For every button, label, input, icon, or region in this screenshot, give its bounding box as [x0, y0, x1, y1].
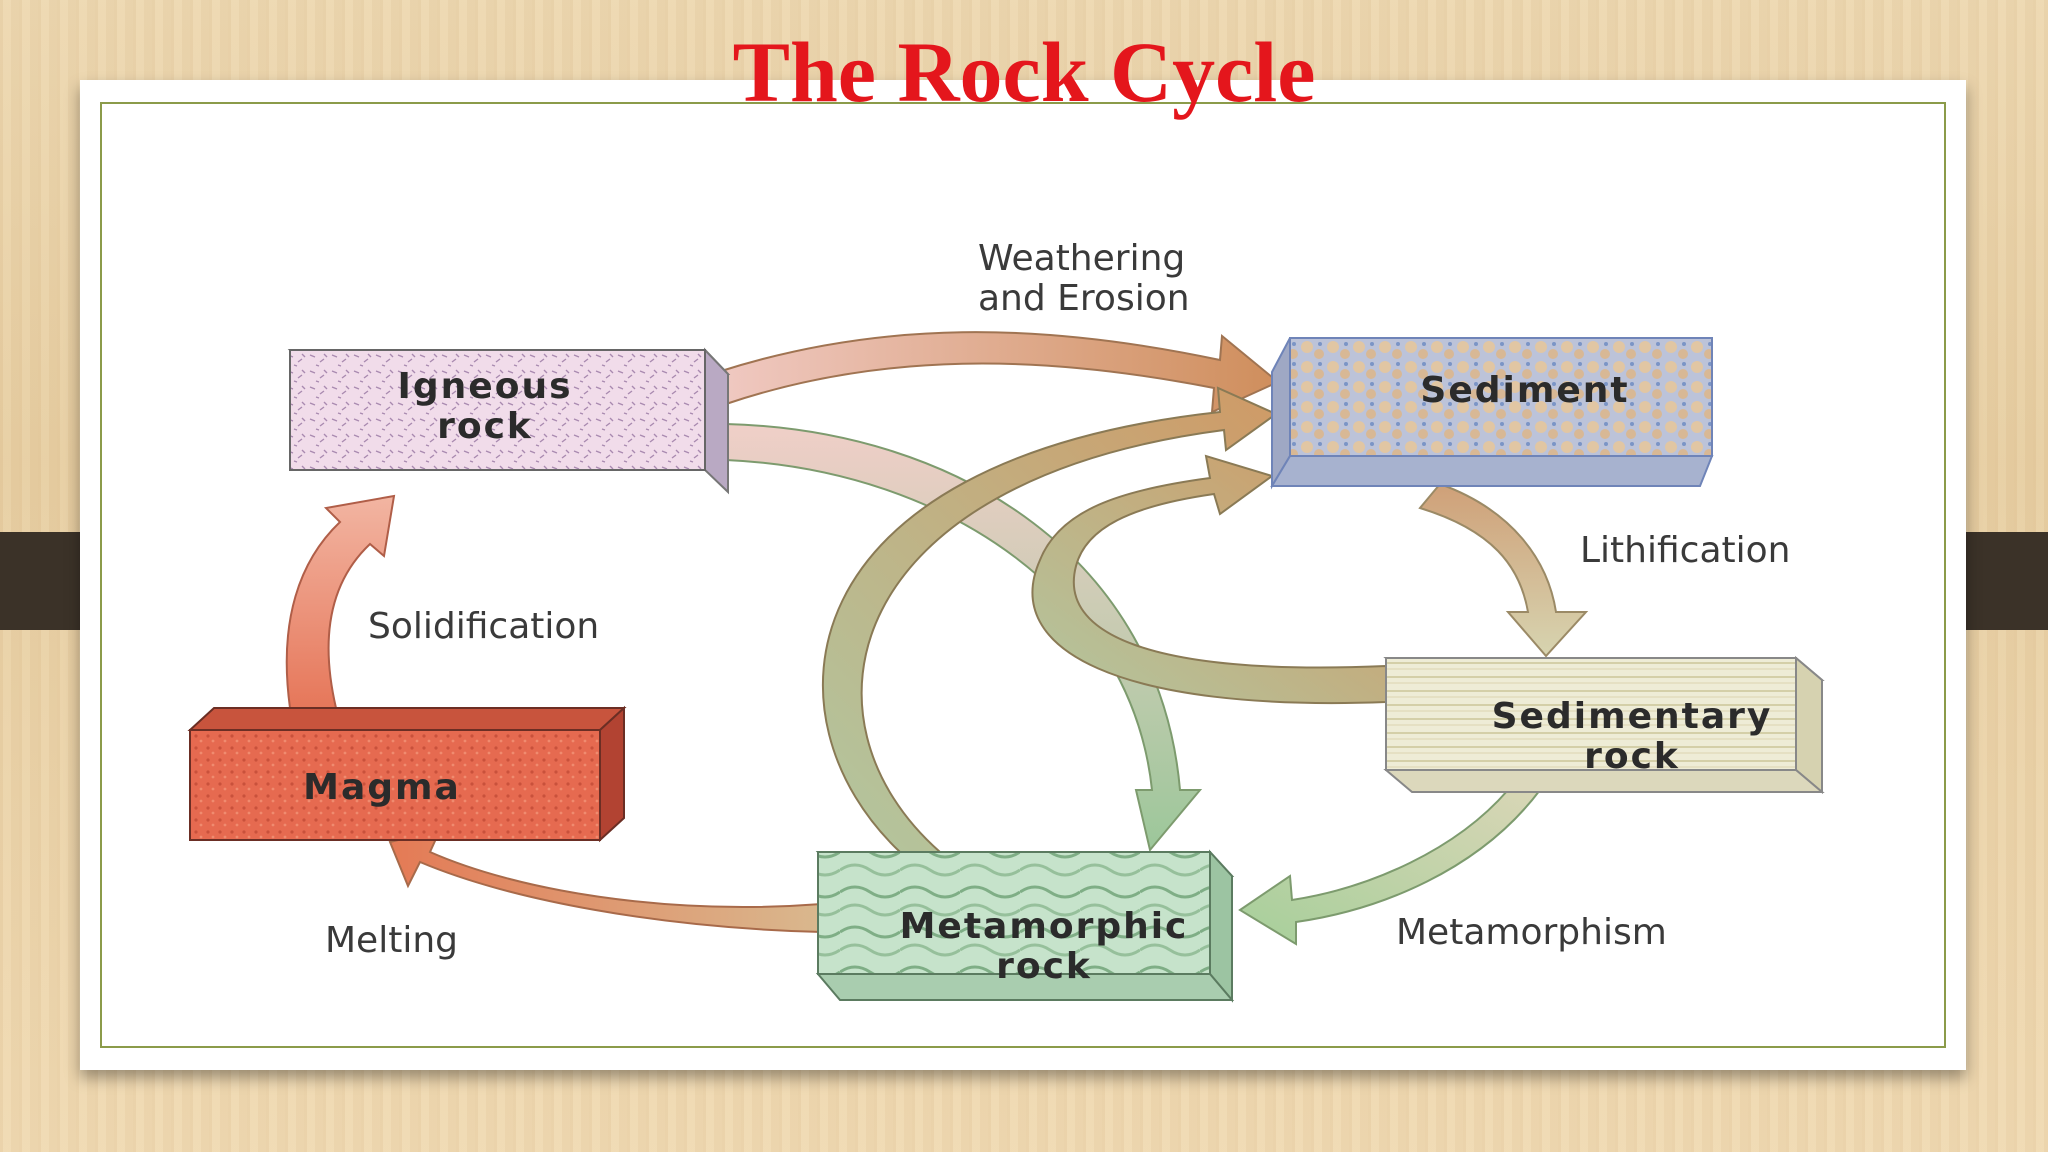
lithification-label: Lithification [1580, 530, 1790, 571]
arrow-sedimentary-to-sediment [1031, 454, 1387, 705]
arrow-lithification [1418, 482, 1589, 658]
igneous-label-line1: Igneous [398, 366, 573, 407]
metamorphism-label: Metamorphism [1396, 912, 1667, 953]
slide-title: The Rock Cycle [732, 24, 1316, 120]
metamorphic-label-line1: Metamorphic [900, 906, 1189, 947]
melting-label: Melting [325, 920, 458, 961]
arrow-solidification [285, 494, 396, 709]
solidification-label: Solidification [368, 606, 599, 647]
arrow-weathering-igneous-to-sediment [716, 331, 1280, 414]
igneous-rock-box [287, 347, 731, 495]
card-border [100, 102, 1946, 1048]
igneous-label-line2: rock [437, 406, 533, 447]
magma-box [187, 705, 627, 843]
metamorphic-rock-box [815, 849, 1235, 1003]
sedimentary-label-line2: rock [1584, 736, 1680, 777]
weathering-label-line1: Weathering [978, 238, 1185, 279]
arrow-melting [388, 828, 823, 934]
sediment-box [1270, 337, 1714, 490]
sedimentary-rock-box [1383, 655, 1825, 795]
weathering-label-line2: and Erosion [978, 278, 1190, 319]
metamorphic-label-line2: rock [996, 946, 1092, 987]
sedimentary-label-line1: Sedimentary [1492, 696, 1773, 737]
magma-label: Magma [303, 767, 461, 808]
sediment-label: Sediment [1420, 370, 1629, 411]
arrow-metamorphism [1238, 789, 1543, 946]
